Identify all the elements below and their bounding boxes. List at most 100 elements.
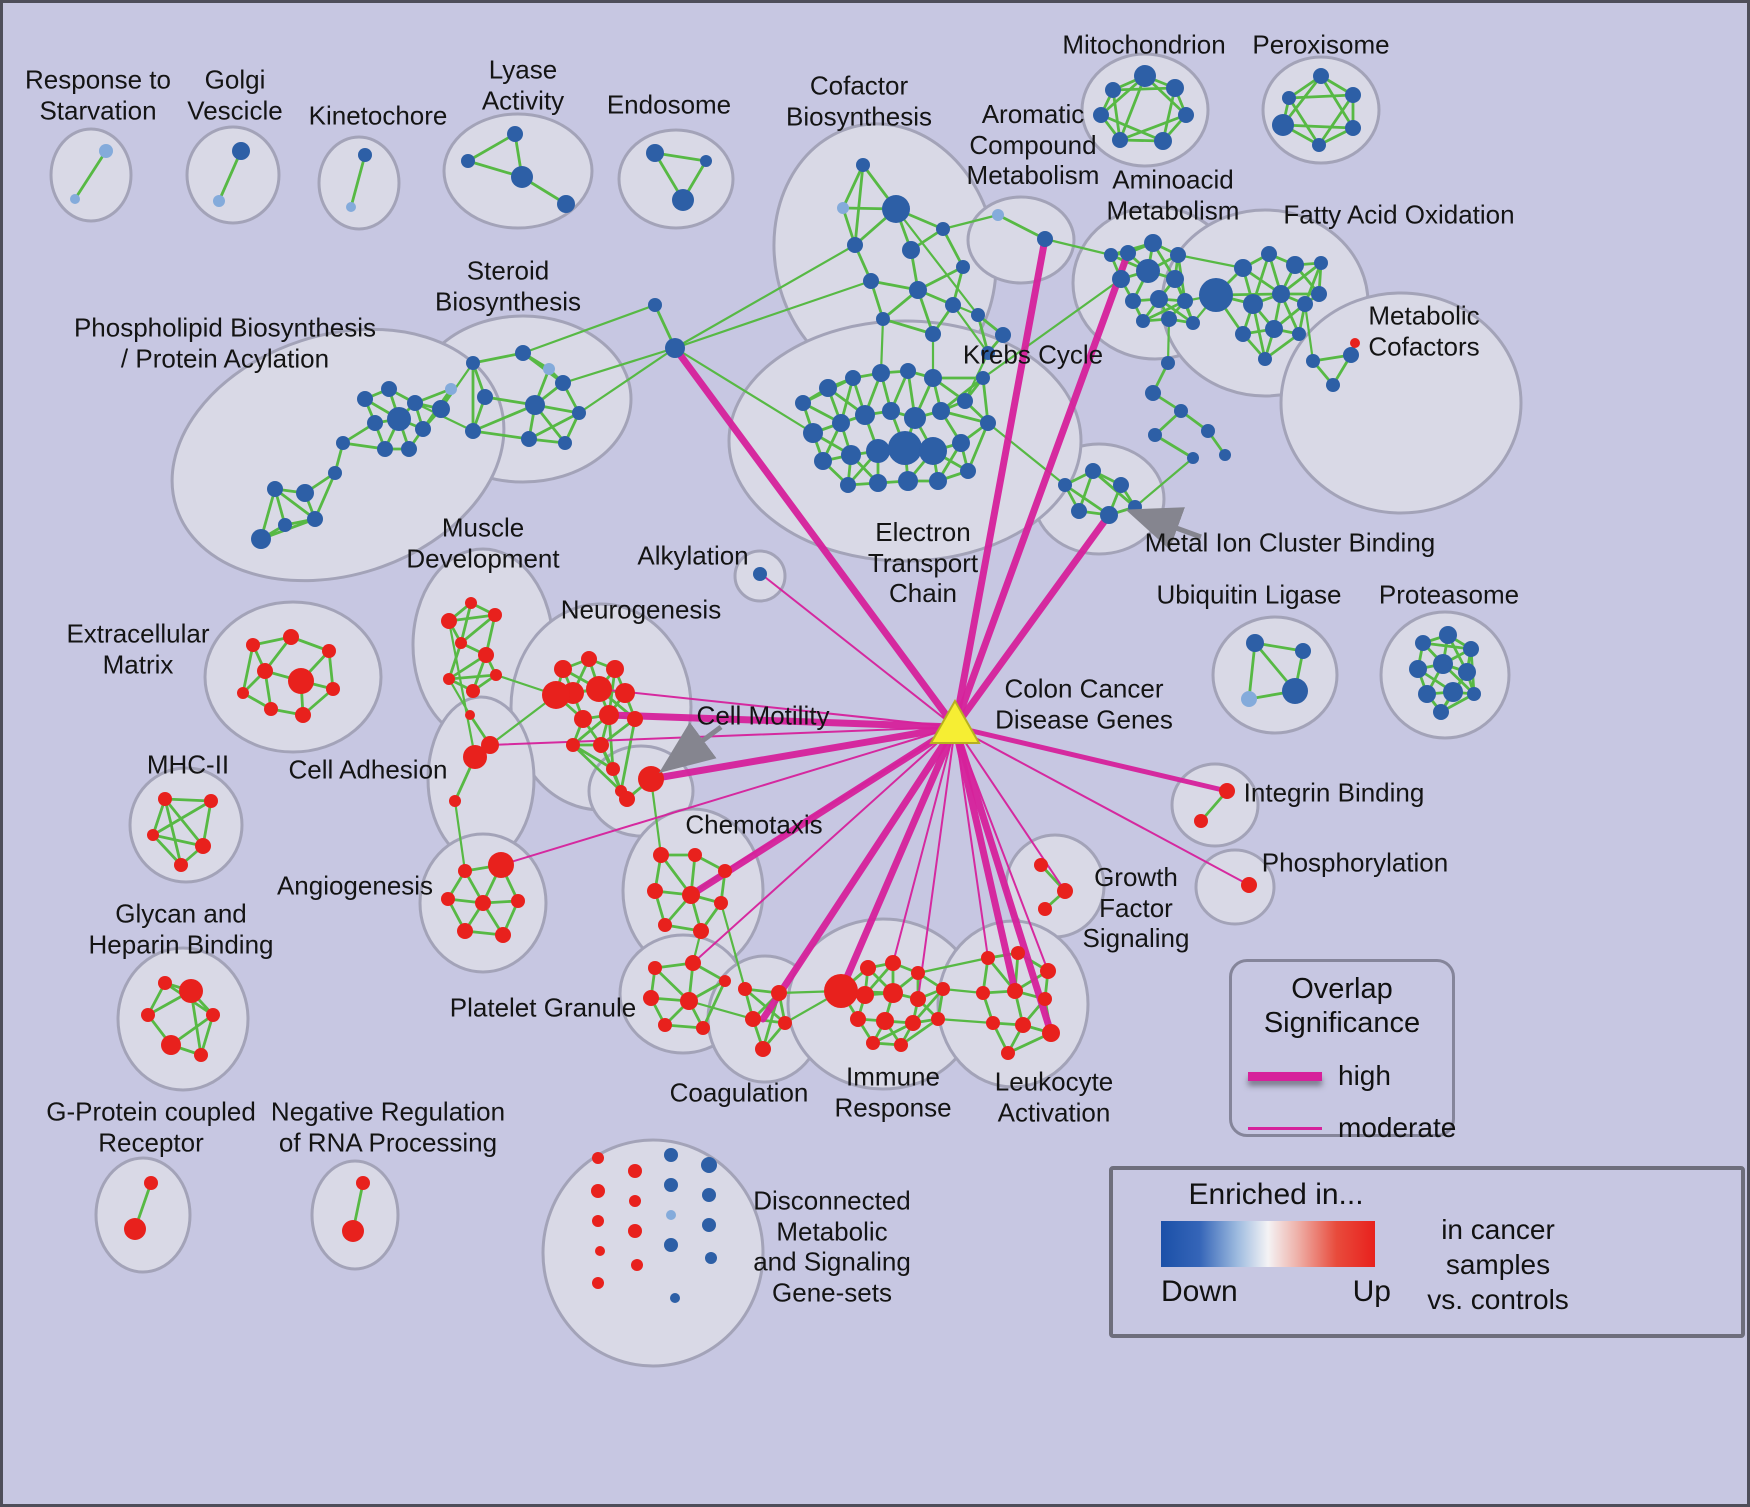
gene-set-edge	[1091, 469, 1137, 509]
gene-set-node	[515, 345, 531, 361]
gene-set-node	[936, 982, 950, 996]
gene-set-node	[1145, 385, 1161, 401]
gene-set-node	[1458, 663, 1476, 681]
gene-set-edge	[1287, 93, 1355, 100]
gene-set-edge	[1118, 113, 1188, 142]
gene-set-node	[693, 923, 709, 939]
gene-set-node	[232, 142, 250, 160]
gene-set-node	[1071, 503, 1087, 519]
gene-set-node	[558, 436, 572, 450]
gene-set-edge	[841, 163, 865, 210]
gene-set-node	[1243, 294, 1263, 314]
gene-set-node	[658, 918, 672, 932]
gene-set-node	[593, 737, 609, 753]
gene-set-node	[911, 966, 925, 980]
network-canvas	[49, 52, 1523, 1368]
gene-set-node	[1272, 285, 1290, 303]
gene-set-node	[257, 663, 273, 679]
gene-set-node	[1166, 270, 1184, 288]
gene-set-node	[866, 439, 890, 463]
gene-set-node	[647, 883, 663, 899]
gene-set-node	[719, 975, 731, 987]
gene-set-node	[1418, 685, 1436, 703]
gene-set-node	[648, 961, 662, 975]
gene-set-node	[869, 474, 887, 492]
overlap-significance-edge	[605, 711, 959, 731]
gene-set-node	[1136, 259, 1160, 283]
legend-row-high: high	[1232, 1060, 1452, 1092]
gene-set-node	[1311, 286, 1327, 302]
inter-cluster-edge	[561, 346, 677, 385]
gene-set-node	[432, 400, 450, 418]
gene-set-node	[1178, 107, 1194, 123]
gene-set-node	[195, 838, 211, 854]
gene-set-node	[658, 1018, 672, 1032]
cluster-ellipse-kinetochore	[317, 135, 401, 231]
disease-genes-hub-triangle	[929, 698, 981, 744]
gene-set-edge	[273, 487, 317, 521]
gene-set-node	[606, 762, 620, 776]
gene-set-node	[666, 1210, 676, 1220]
gene-set-node	[158, 976, 172, 990]
gene-set-node	[204, 794, 218, 808]
gene-set-node	[980, 415, 996, 431]
gene-set-node	[141, 1008, 155, 1022]
gene-set-node	[718, 864, 732, 878]
gene-set-node	[322, 644, 336, 658]
gene-set-edge	[151, 833, 205, 848]
gene-set-edge	[459, 613, 497, 645]
gene-set-node	[856, 158, 870, 172]
gene-set-node	[1415, 635, 1431, 651]
gene-set-node	[342, 1220, 364, 1242]
gene-set-node	[976, 986, 990, 1000]
down-label: Down	[1161, 1275, 1238, 1308]
overlap-significance-edge	[598, 688, 956, 728]
gene-set-node	[283, 629, 299, 645]
inter-cluster-edge	[447, 619, 477, 759]
cluster-ellipse-phosphorylation	[1194, 848, 1276, 926]
gene-set-node	[888, 431, 922, 465]
gene-set-edge	[163, 797, 213, 803]
gene-set-node	[358, 148, 372, 162]
gene-set-node	[1105, 82, 1121, 98]
overlap-significance-edge	[951, 511, 1113, 731]
legend-enriched-in: Enriched in... Down Up in cancer samples…	[1109, 1166, 1745, 1338]
gene-set-node	[932, 402, 950, 420]
gene-set-node	[1326, 378, 1340, 392]
overlap-significance-edge	[671, 344, 959, 731]
gene-set-node	[1314, 256, 1328, 270]
gene-set-node	[1085, 463, 1101, 479]
gene-set-edge	[619, 717, 637, 793]
gene-set-node	[461, 154, 475, 168]
gene-set-node	[702, 1218, 716, 1232]
gene-set-node	[336, 436, 350, 450]
gene-set-node	[1241, 691, 1257, 707]
gene-set-node	[925, 326, 941, 342]
gene-set-node	[705, 1252, 717, 1264]
gene-set-node	[646, 144, 664, 162]
cluster-ellipse-endosome	[617, 128, 735, 230]
inter-cluster-edge	[1043, 237, 1113, 257]
gene-set-node	[1345, 120, 1361, 136]
gene-set-node	[356, 1176, 370, 1190]
cluster-ellipse-phospholipid-biosynthesis	[170, 327, 506, 583]
gene-set-node	[931, 1012, 945, 1026]
gene-set-node	[883, 983, 903, 1003]
gene-set-edge	[73, 149, 108, 201]
gene-set-node	[525, 395, 545, 415]
gene-set-node	[477, 389, 493, 405]
gene-set-node	[1174, 404, 1188, 418]
gene-set-node	[981, 346, 995, 360]
gene-set-edge	[459, 601, 473, 645]
inter-cluster-edge	[879, 317, 885, 375]
gene-set-edge	[1247, 641, 1257, 701]
gene-set-node	[976, 371, 990, 385]
gene-set-edge	[941, 227, 965, 269]
gene-set-node	[1011, 946, 1025, 960]
gene-set-node	[466, 684, 480, 698]
legend-enriched-title: Enriched in...	[1188, 1178, 1364, 1211]
gene-set-node	[956, 260, 970, 274]
gene-set-node	[206, 1008, 220, 1022]
gene-set-node	[144, 1176, 158, 1190]
inter-cluster-edge	[521, 303, 657, 355]
